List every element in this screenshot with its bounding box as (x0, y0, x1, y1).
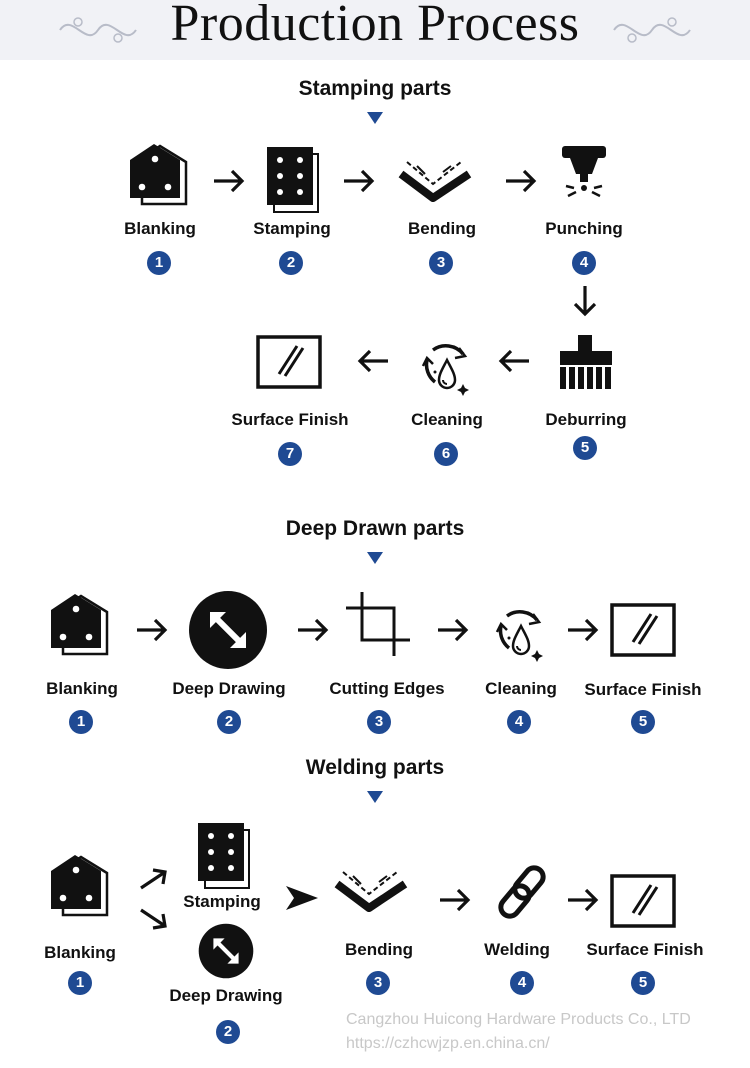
step-number-badge: 4 (510, 971, 534, 995)
step-number-badge: 5 (631, 971, 655, 995)
section-pointer-icon (367, 112, 383, 124)
section-title-stamping: Stamping parts (298, 77, 452, 100)
arrow-right-icon (436, 618, 468, 642)
step-label-blanking: Blanking (124, 219, 196, 238)
arrow-down-right-icon (140, 908, 167, 930)
step-label-cleaning: Cleaning (485, 679, 557, 698)
arrow-right-icon (504, 169, 536, 193)
ornament-left-icon (59, 17, 137, 43)
step-label-surface-finish: Surface Finish (584, 680, 702, 699)
arrow-left-icon (358, 349, 390, 373)
arrowhead-right-icon (286, 886, 318, 910)
punching-icon (560, 144, 608, 198)
arrow-down-icon (573, 284, 597, 316)
deburring-icon (560, 335, 612, 389)
surface-finish-icon (610, 603, 676, 657)
blanking-icon (49, 853, 109, 917)
arrow-right-icon (566, 888, 598, 912)
step-label-cleaning: Cleaning (411, 410, 483, 429)
watermark-url: https://czhcwjzp.en.china.cn/ (346, 1035, 550, 1052)
step-label-surface-finish: Surface Finish (586, 940, 704, 959)
step-number-badge: 4 (507, 710, 531, 734)
page-title: Production Process (170, 0, 580, 52)
deep-drawing-icon (198, 923, 254, 979)
surface-finish-icon (256, 335, 322, 389)
step-number-badge: 1 (147, 251, 171, 275)
section-title-deep-drawn: Deep Drawn parts (285, 517, 465, 540)
header-banner (0, 0, 750, 60)
step-number-badge: 7 (278, 442, 302, 466)
step-label-deep-drawing: Deep Drawing (172, 679, 286, 698)
section-pointer-icon (367, 552, 383, 564)
watermark-company: Cangzhou Huicong Hardware Products Co., … (346, 1011, 691, 1028)
bending-icon (397, 160, 477, 202)
chain-link-icon (494, 864, 552, 922)
step-label-blanking: Blanking (44, 943, 116, 962)
blanking-icon (49, 592, 109, 656)
cleaning-icon (421, 344, 471, 398)
cleaning-icon (495, 610, 545, 664)
section-pointer-icon (367, 791, 383, 803)
step-label-punching: Punching (545, 219, 623, 238)
step-number-badge: 2 (279, 251, 303, 275)
arrow-right-icon (342, 169, 374, 193)
arrow-right-icon (135, 618, 167, 642)
arrow-right-icon (212, 169, 244, 193)
step-label-blanking: Blanking (46, 679, 118, 698)
surface-finish-icon (610, 874, 676, 928)
step-label-deburring: Deburring (545, 410, 627, 429)
step-label-welding: Welding (484, 940, 550, 959)
arrow-up-right-icon (140, 868, 167, 890)
stamping-icon (197, 822, 250, 889)
step-number-badge: 3 (429, 251, 453, 275)
step-label-surface-finish: Surface Finish (231, 410, 349, 429)
step-number-badge: 3 (367, 710, 391, 734)
step-number-badge: 2 (216, 1020, 240, 1044)
bending-icon (333, 870, 413, 912)
blanking-icon (128, 142, 188, 206)
step-number-badge: 3 (366, 971, 390, 995)
step-label-stamping: Stamping (253, 219, 331, 238)
step-label-bending: Bending (408, 219, 476, 238)
arrow-right-icon (566, 618, 598, 642)
step-label-bending: Bending (345, 940, 413, 959)
step-label-deep-drawing: Deep Drawing (169, 986, 283, 1005)
step-label-cutting-edges: Cutting Edges (329, 679, 445, 698)
step-number-badge: 2 (217, 710, 241, 734)
stamping-icon (266, 146, 319, 213)
step-number-badge: 5 (631, 710, 655, 734)
step-number-badge: 1 (69, 710, 93, 734)
step-number-badge: 1 (68, 971, 92, 995)
step-number-badge: 4 (572, 251, 596, 275)
arrow-left-icon (499, 349, 531, 373)
step-label-stamping: Stamping (183, 892, 261, 911)
crop-icon (344, 590, 412, 658)
arrow-right-icon (296, 618, 328, 642)
section-title-welding: Welding parts (305, 756, 445, 779)
arrow-right-icon (438, 888, 470, 912)
ornament-right-icon (613, 17, 691, 43)
deep-drawing-icon (188, 590, 268, 670)
step-number-badge: 6 (434, 442, 458, 466)
step-number-badge: 5 (573, 436, 597, 460)
